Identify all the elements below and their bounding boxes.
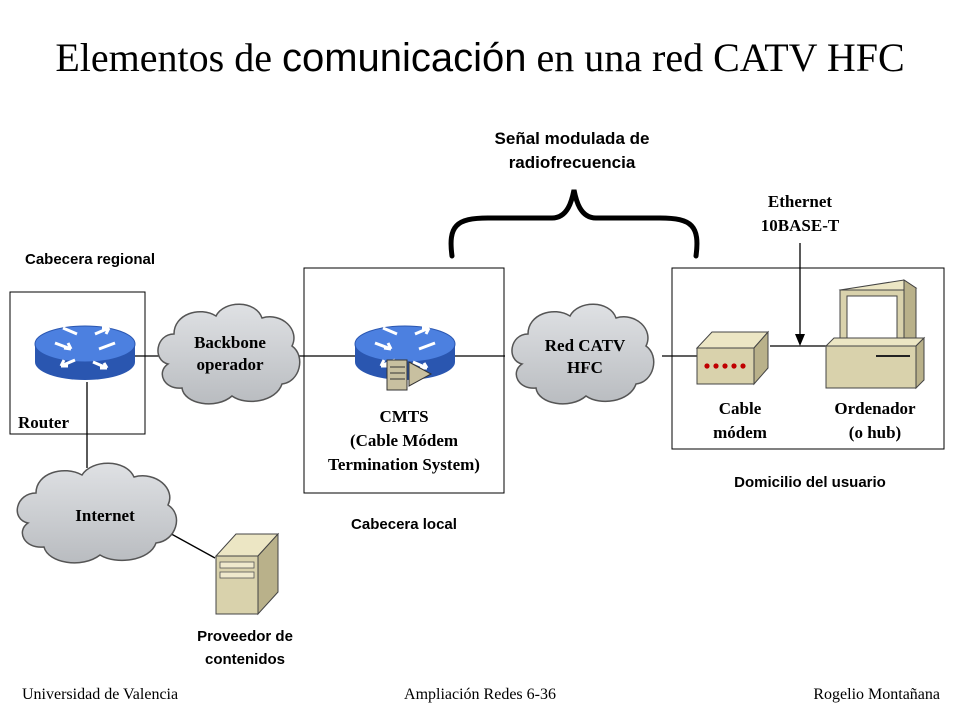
cmts-line2: (Cable Módem	[349, 431, 459, 450]
computer-icon	[824, 279, 926, 390]
ordenador-line1: Ordenador	[834, 399, 916, 418]
ordenador-line2: (o hub)	[848, 423, 902, 442]
ethernet-line2: 10BASE-T	[760, 216, 840, 235]
red-catv-line1: Red CATV	[544, 336, 626, 355]
internet-label: Internet	[75, 506, 135, 525]
backbone-cloud-icon	[157, 303, 301, 405]
title-part3: en una red CATV HFC	[526, 35, 905, 80]
cabecera-local-label: Cabecera local	[351, 516, 457, 533]
cmts-icon	[354, 325, 456, 391]
ordenador-label: Ordenador (o hub)	[815, 397, 935, 445]
cable-modem-line1: Cable	[718, 399, 762, 418]
title-part2: comunicación	[281, 36, 527, 80]
cable-modem-label: Cable módem	[690, 397, 790, 445]
ethernet-label: Ethernet 10BASE-T	[740, 190, 860, 238]
rf-signal-label: Señal modulada de radiofrecuencia	[460, 127, 684, 175]
domicilio-label: Domicilio del usuario	[734, 474, 886, 491]
rf-signal-brace	[448, 189, 700, 259]
slide-title: Elementos de comunicación en una red CAT…	[0, 34, 960, 81]
cmts-label: CMTS (Cable Módem Termination System)	[304, 405, 504, 477]
proveedor-line1: Proveedor de	[197, 628, 293, 645]
red-catv-label: Red CATV HFC	[530, 335, 640, 379]
catv-cloud-icon	[511, 303, 655, 405]
backbone-line1: Backbone	[194, 333, 266, 352]
rf-signal-line1: Señal modulada de	[494, 129, 650, 148]
cable-modem-line2: módem	[713, 423, 767, 442]
cabecera-regional-box	[9, 291, 146, 435]
cmts-line1: CMTS	[379, 407, 429, 426]
proveedor-line2: contenidos	[204, 651, 285, 668]
internet-cloud-icon	[16, 462, 178, 564]
rf-signal-line2: radiofrecuencia	[508, 153, 636, 172]
cable-modem-icon	[695, 330, 770, 386]
red-catv-line2: HFC	[567, 358, 603, 377]
domicilio-box	[671, 267, 945, 450]
footer-right: Rogelio Montañana	[813, 686, 940, 703]
cmts-line3: Termination System)	[328, 455, 480, 474]
proveedor-label: Proveedor de contenidos	[165, 625, 325, 671]
router-icon	[34, 325, 136, 380]
ethernet-line1: Ethernet	[767, 192, 833, 211]
cabecera-regional-label: Cabecera regional	[25, 251, 156, 268]
footer-center: Ampliación Redes 6-36	[404, 686, 556, 703]
title-part1: Elementos de	[55, 35, 282, 80]
cabecera-local-box	[303, 267, 505, 494]
backbone-label: Backbone operador	[175, 332, 285, 376]
footer-left: Universidad de Valencia	[22, 686, 179, 703]
ethernet-arrow-head	[795, 334, 805, 346]
backbone-line2: operador	[196, 355, 264, 374]
router-label: Router	[18, 413, 69, 432]
content-server-icon	[214, 532, 280, 616]
